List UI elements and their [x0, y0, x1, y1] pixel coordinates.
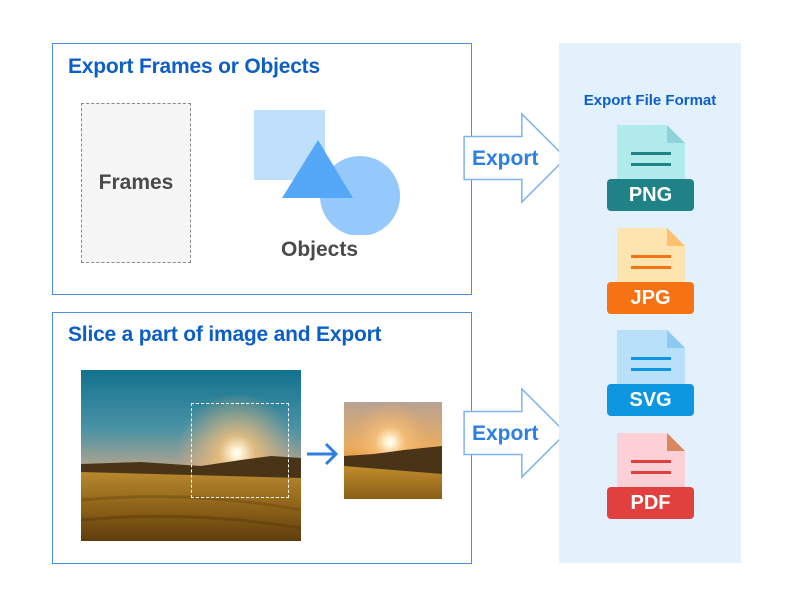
arrow-right-icon — [307, 442, 339, 466]
objects-label: Objects — [281, 238, 359, 261]
jpg-document-icon — [617, 228, 685, 286]
export-arrow-2[interactable] — [460, 387, 570, 479]
svg-document-icon — [617, 330, 685, 388]
frame-example[interactable]: Frames — [81, 103, 191, 263]
pdf-document-icon — [617, 433, 685, 491]
original-sunset-image[interactable] — [81, 370, 301, 541]
pdf-badge: PDF — [607, 487, 694, 519]
section-title-frames-objects: Export Frames or Objects — [68, 55, 320, 78]
pdf-format-option[interactable]: PDF — [606, 433, 696, 521]
cropped-sunset-image[interactable] — [344, 402, 442, 499]
png-format-option[interactable]: PNG — [606, 125, 696, 213]
png-document-icon — [617, 125, 685, 183]
png-badge: PNG — [607, 179, 694, 211]
jpg-badge: JPG — [607, 282, 694, 314]
export-label-2: Export — [472, 422, 539, 445]
jpg-format-option[interactable]: JPG — [606, 228, 696, 316]
svg-badge: SVG — [607, 384, 694, 416]
frames-label: Frames — [98, 171, 174, 194]
export-arrow-1[interactable] — [460, 112, 570, 204]
svg-format-option[interactable]: SVG — [606, 330, 696, 418]
panel-title: Export File Format — [583, 92, 717, 109]
slice-selection-box[interactable] — [191, 403, 289, 498]
objects-shapes-icon[interactable] — [250, 105, 410, 235]
section-title-slice: Slice a part of image and Export — [68, 323, 382, 346]
export-label-1: Export — [472, 147, 539, 170]
